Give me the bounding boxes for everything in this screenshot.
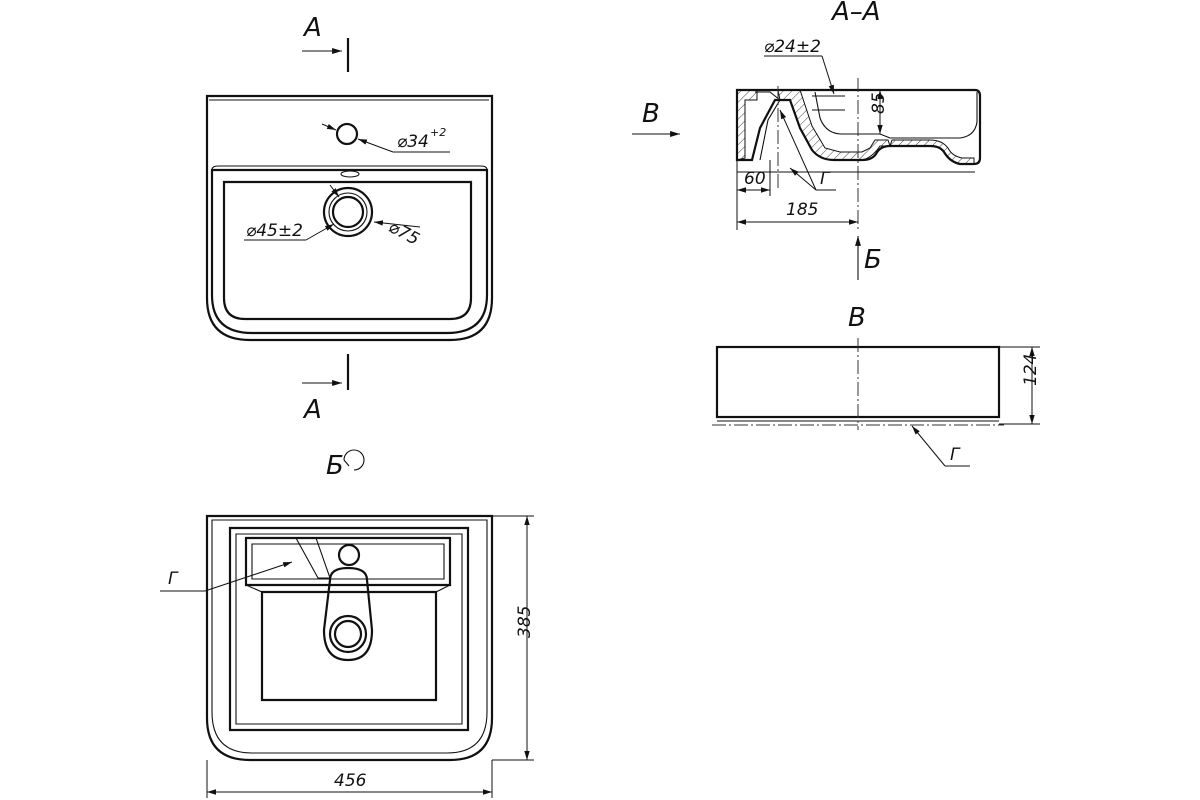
top-view: A A ⌀34 +2 ⌀45±2 ⌀75 [205, 13, 494, 425]
depth-dim: 85 [869, 92, 889, 114]
section-a-a: А–А В ⌀24±2 85 60 185 [632, 0, 982, 280]
bowl-outline [222, 180, 473, 321]
view-bottom-arrow-label: Б [864, 245, 882, 275]
depth-385-dim: 385 [515, 606, 535, 638]
leader-g-bottom: Г [168, 569, 179, 589]
leader-g-side: Г [950, 445, 961, 465]
deck-edge [210, 168, 489, 335]
section-marker-bottom: A [302, 354, 350, 425]
view-bottom-title: Б [326, 451, 344, 481]
section-label-a-bottom: A [302, 395, 322, 425]
drain-hole [331, 195, 365, 229]
drain-ring-dim: ⌀75 [385, 217, 423, 250]
drain-hole-dim: ⌀45±2 [246, 221, 303, 241]
tap-hole-tol: +2 [430, 126, 446, 139]
dim-60: 60 [744, 169, 766, 189]
view-b-title: В [848, 303, 866, 333]
section-marker-top: A [302, 13, 350, 72]
overflow-dim: ⌀24±2 [764, 37, 821, 57]
bottom-view: Б Г 385 456 [160, 449, 535, 798]
rotation-icon [343, 449, 365, 471]
leader-g-section: Г [820, 169, 831, 189]
drain-ring [322, 186, 374, 238]
width-dim: 456 [334, 771, 367, 791]
height-dim: 124 [1021, 354, 1041, 386]
tap-hole-dim: ⌀34 [397, 132, 429, 152]
section-title: А–А [830, 0, 881, 27]
view-b: В 124 Г [712, 303, 1041, 467]
section-label-a-top: A [302, 13, 322, 43]
basin-outline [205, 94, 494, 342]
drain-pipe [322, 566, 374, 662]
bottom-outline [205, 514, 494, 762]
view-b-arrow-label: В [642, 99, 660, 129]
tap-hole [335, 122, 359, 146]
dim-185: 185 [786, 200, 818, 220]
